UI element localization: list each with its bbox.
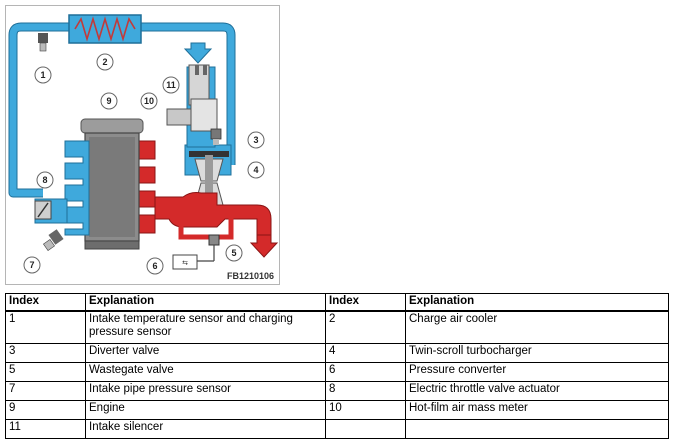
explanation-cell: Engine — [85, 400, 326, 420]
header-explanation-left: Explanation — [85, 293, 326, 312]
callout-8: 8 — [36, 171, 54, 189]
wastegate-valve — [197, 234, 220, 262]
svg-text:⇆: ⇆ — [182, 260, 188, 267]
callout-label: 8 — [42, 175, 47, 185]
callout-markers: 1 2 3 4 5 6 7 8 9 10 11 — [23, 53, 265, 275]
explanation-cell: Hot-film air mass meter — [405, 400, 669, 420]
legend-header-row: Index Explanation Index Explanation — [5, 293, 669, 312]
table-row: 9 Engine 10 Hot-film air mass meter — [5, 400, 669, 420]
callout-5: 5 — [225, 244, 243, 262]
header-explanation-right: Explanation — [405, 293, 669, 312]
index-cell: 2 — [325, 310, 406, 344]
callout-label: 4 — [253, 165, 258, 175]
callout-label: 11 — [166, 80, 176, 90]
table-row: 5 Wastegate valve 6 Pressure converter — [5, 362, 669, 382]
callout-3: 3 — [247, 131, 265, 149]
index-cell: 10 — [325, 400, 406, 420]
index-cell: 1 — [5, 310, 86, 344]
callout-label: 10 — [144, 96, 154, 106]
callout-7: 7 — [23, 256, 41, 274]
explanation-cell: Electric throttle valve actuator — [405, 381, 669, 401]
header-index-left: Index — [5, 293, 86, 312]
callout-10: 10 — [140, 92, 158, 110]
index-cell: 7 — [5, 381, 86, 401]
callout-1: 1 — [34, 66, 52, 84]
explanation-cell: Intake silencer — [85, 419, 326, 439]
table-row: 7 Intake pipe pressure sensor 8 Electric… — [5, 381, 669, 401]
index-cell: 8 — [325, 381, 406, 401]
explanation-cell — [405, 419, 669, 439]
callout-label: 3 — [253, 135, 258, 145]
index-cell: 3 — [5, 343, 86, 363]
charge-air-cooler — [68, 14, 142, 44]
callout-label: 1 — [40, 70, 45, 80]
callout-label: 2 — [102, 57, 107, 67]
index-cell: 9 — [5, 400, 86, 420]
explanation-cell: Pressure converter — [405, 362, 669, 382]
callout-11: 11 — [162, 76, 180, 94]
index-cell: 5 — [5, 362, 86, 382]
callout-9: 9 — [100, 92, 118, 110]
intake-temperature-sensor — [38, 33, 48, 52]
explanation-cell: Intake pipe pressure sensor — [85, 381, 326, 401]
index-cell — [325, 419, 406, 439]
index-cell: 11 — [5, 419, 86, 439]
explanation-cell: Twin-scroll turbocharger — [405, 343, 669, 363]
diverter-valve — [210, 128, 222, 145]
callout-label: 9 — [106, 96, 111, 106]
table-row: 11 Intake silencer — [5, 419, 669, 439]
turbocharger-system-diagram: ⇆ 1 2 3 4 5 6 7 8 9 10 11 FB1210106 — [5, 5, 280, 285]
explanation-cell: Charge air cooler — [405, 310, 669, 344]
pressure-converter: ⇆ — [172, 254, 198, 270]
table-row: 1 Intake temperature sensor and charging… — [5, 310, 669, 344]
callout-label: 7 — [29, 260, 34, 270]
callout-label: 5 — [231, 248, 236, 258]
air-mass-meter-assembly — [166, 64, 218, 132]
callout-label: 6 — [152, 261, 157, 271]
explanation-cell: Intake temperature sensor and charging p… — [85, 310, 326, 344]
intake-pipe-pressure-sensor — [43, 229, 64, 251]
callout-6: 6 — [146, 257, 164, 275]
header-index-right: Index — [325, 293, 406, 312]
engine-block — [80, 118, 144, 250]
index-cell: 6 — [325, 362, 406, 382]
legend-table: Index Explanation Index Explanation 1 In… — [5, 293, 669, 439]
callout-4: 4 — [247, 161, 265, 179]
electric-throttle-valve — [34, 200, 52, 220]
callout-2: 2 — [96, 53, 114, 71]
table-row: 3 Diverter valve 4 Twin-scroll turbochar… — [5, 343, 669, 363]
explanation-cell: Diverter valve — [85, 343, 326, 363]
index-cell: 4 — [325, 343, 406, 363]
explanation-cell: Wastegate valve — [85, 362, 326, 382]
figure-code: FB1210106 — [227, 271, 274, 281]
